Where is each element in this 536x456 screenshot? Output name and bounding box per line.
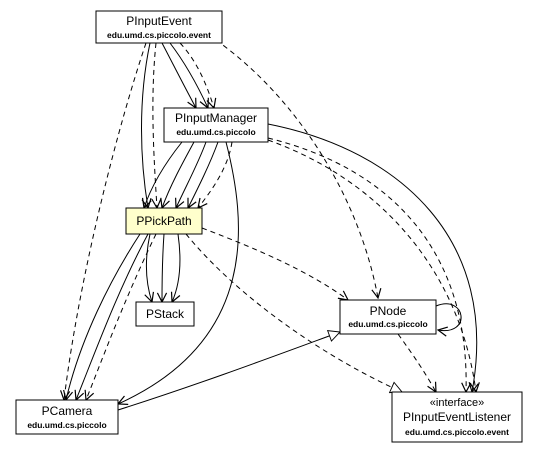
edge-pinputmanager-pinputeventlistener-2: [267, 137, 466, 392]
edge-pinputevent-pnode: [215, 39, 378, 298]
class-package: edu.umd.cs.piccolo.event: [107, 30, 211, 40]
edge-pcamera-pnode-generalization: [117, 332, 340, 411]
class-name: PInputEventListener: [403, 410, 511, 424]
class-pnode[interactable]: PNode edu.umd.cs.piccolo: [339, 299, 437, 335]
class-name: PInputManager: [175, 111, 257, 125]
edge-pinputevent-ppickpath-2: [153, 42, 157, 208]
edge-pinputevent-ppickpath-1: [141, 42, 151, 208]
edge-pinputmanager-ppickpath-3: [176, 141, 207, 208]
edge-ppickpath-pcamera-2: [76, 233, 149, 400]
edge-pnode-pinputeventlistener: [397, 333, 436, 392]
class-ppickpath[interactable]: PPickPath: [125, 207, 203, 235]
class-package: edu.umd.cs.piccolo: [348, 319, 427, 329]
edge-pinputevent-pinputmanager-2: [169, 42, 208, 108]
class-pinputeventlistener[interactable]: «interface» PInputEventListener edu.umd.…: [391, 391, 523, 443]
edge-ppickpath-pcamera-3: [86, 233, 157, 400]
edge-pinputmanager-ppickpath-5: [198, 141, 233, 208]
edge-ppickpath-pstack-2: [162, 233, 164, 302]
class-name: PCamera: [42, 404, 93, 418]
edge-ppickpath-pstack-3: [172, 233, 181, 302]
edge-pinputmanager-ppickpath-1: [144, 141, 183, 208]
edge-pinputmanager-pcamera: [118, 141, 239, 404]
class-pstack[interactable]: PStack: [135, 301, 195, 327]
class-name: PPickPath: [136, 214, 191, 228]
edge-pinputevent-pcamera-1: [64, 42, 147, 400]
edge-pinputmanager-pinputeventlistener-3: [267, 139, 476, 392]
edges: [64, 39, 477, 411]
edge-pinputmanager-ppickpath-2: [162, 141, 195, 208]
class-stereotype: «interface»: [430, 397, 484, 409]
class-pinputevent[interactable]: PInputEvent edu.umd.cs.piccolo.event: [95, 10, 223, 44]
edge-pinputmanager-pinputeventlistener-1: [267, 123, 477, 392]
edge-ppickpath-pstack-1: [146, 233, 152, 302]
class-name: PInputEvent: [126, 14, 192, 28]
class-pinputmanager[interactable]: PInputManager edu.umd.cs.piccolo: [163, 107, 269, 143]
class-package: edu.umd.cs.piccolo: [176, 127, 255, 137]
class-name: PStack: [146, 307, 185, 321]
class-pcamera[interactable]: PCamera edu.umd.cs.piccolo: [15, 399, 119, 435]
edge-pnode-self: [435, 303, 462, 331]
edge-ppickpath-pnode: [201, 227, 348, 300]
edge-ppickpath-pinputeventlistener: [185, 233, 402, 392]
edge-pinputevent-pinputmanager-3: [179, 42, 214, 108]
class-name: PNode: [370, 304, 407, 318]
class-package: edu.umd.cs.piccolo.event: [405, 427, 509, 437]
edge-pinputmanager-ppickpath-4: [188, 141, 219, 208]
edge-pinputevent-pinputmanager-1: [161, 42, 196, 108]
class-package: edu.umd.cs.piccolo: [27, 420, 106, 430]
edge-ppickpath-pcamera-1: [66, 233, 141, 400]
